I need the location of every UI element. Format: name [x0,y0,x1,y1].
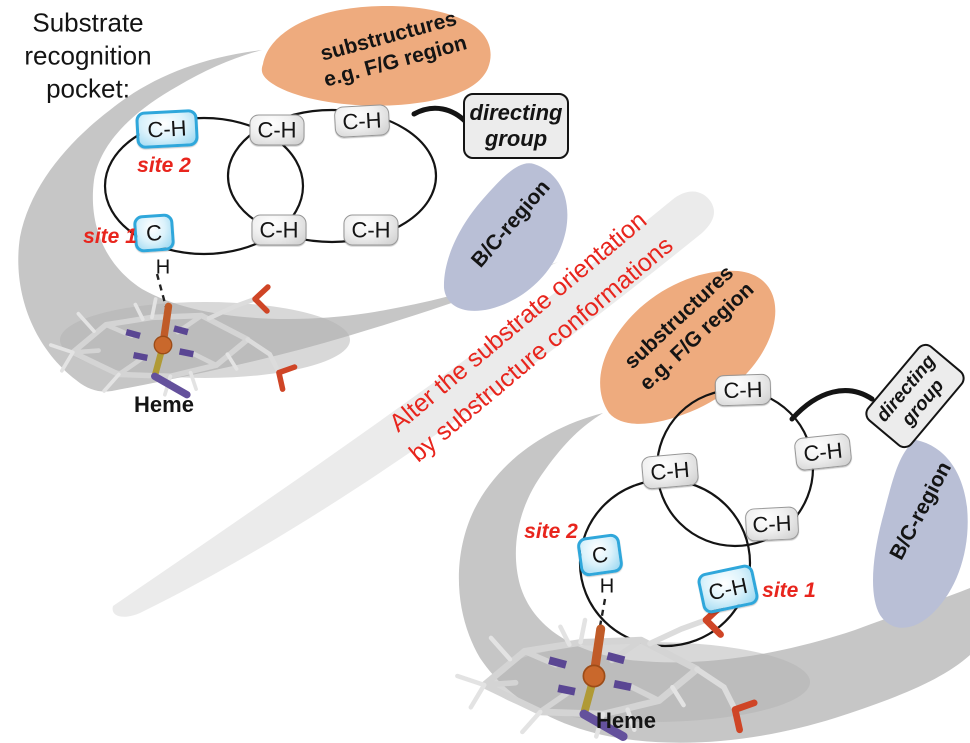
site1-label-top: site 1 [83,225,137,248]
ch-box: C-H [343,214,399,246]
directing-group-line: group [484,126,548,151]
macrocycle-ring-top-right [226,108,438,244]
bc-region-blob-top [443,163,568,311]
ch-text: C-H [802,437,844,466]
fg-region-blob-top [261,5,491,106]
ch-text: C-H [257,117,297,142]
directing-group-line: directing [469,100,563,126]
ch-text: C-H [259,217,299,242]
site2-label-bottom: site 2 [524,520,578,543]
macrocycle-ring-top-left [103,116,305,256]
site1-label-bottom: site 1 [762,579,816,602]
figure-title-line: Substrate [32,7,144,38]
ch-text: C-H [351,217,391,242]
site2-label-top: site 2 [137,154,191,177]
ch-box: C-H [251,214,307,246]
c-site1-text: C [145,219,163,246]
ch-text: C-H [649,456,691,485]
heme-label-top: Heme [134,392,194,417]
bc-region-blob-bottom [873,440,968,628]
figure-title: Substrate recognition pocket: [24,6,151,105]
ch-text: C-H [722,376,763,403]
ch-site2-text: C-H [146,114,188,143]
ch-box: C-H [640,452,700,490]
figure-title-line: pocket: [46,73,130,104]
c-site2-text: C [590,541,610,568]
ch-box: C-H [249,114,305,146]
ch-box: C-H [744,506,800,542]
directing-group-box-top: directing group [463,93,569,159]
ch-box: C-H [333,104,391,138]
ch-text: C-H [751,509,793,538]
ch-site1-text: C-H [706,572,750,605]
directing-group-connector-bottom [789,388,875,422]
hydrogen-label-bottom: H [599,575,615,598]
directing-group-connector-top [411,105,469,125]
hydrogen-bond-dashes-top [155,273,168,308]
heme-label-bottom: Heme [596,708,656,733]
figure-title-line: recognition [24,40,152,71]
hydrogen-label-top: H [155,256,171,279]
ch-box: C-H [793,432,853,472]
ch-box: C-H [714,373,772,407]
ch-text: C-H [341,106,383,135]
transition-swoosh [112,191,714,617]
ch-site2-box-top: C-H [135,108,199,150]
c-site2-box-bottom: C [575,532,625,578]
c-site1-box-top: C [132,213,176,253]
